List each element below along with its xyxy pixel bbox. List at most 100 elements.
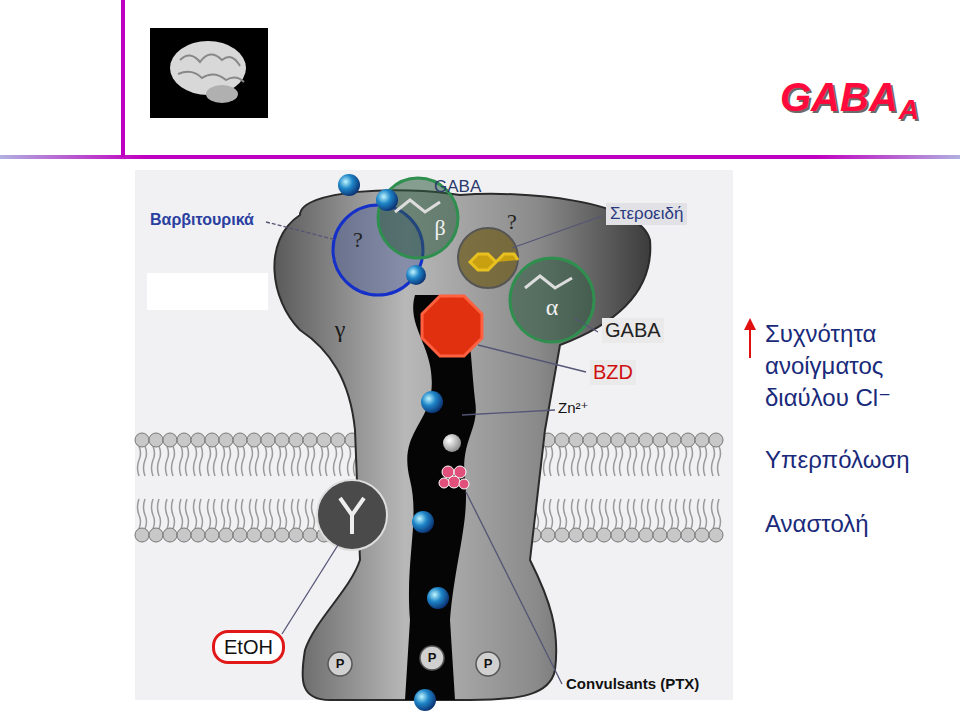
- lipid-head: [653, 433, 667, 447]
- unknown-mark: ?: [507, 209, 517, 234]
- lipid-tail: [208, 499, 217, 529]
- lipid-head: [709, 528, 723, 542]
- lipid-head: [541, 528, 555, 542]
- frame-bar: [121, 0, 125, 157]
- lipid-tail: [306, 446, 315, 476]
- gaba-site: [510, 258, 594, 342]
- phospho-label: P: [428, 651, 437, 666]
- leader-line: [266, 216, 602, 684]
- lipid-head: [149, 433, 163, 447]
- lipid-head: [149, 528, 163, 542]
- lipid-tail: [614, 446, 623, 476]
- lipid-head: [219, 433, 233, 447]
- lipid-tail: [222, 446, 231, 476]
- lipid-tail: [236, 499, 245, 529]
- lipid-head: [233, 433, 247, 447]
- lipid-tail: [194, 499, 203, 529]
- lipid-tail: [544, 499, 553, 529]
- phospho-label: P: [336, 657, 345, 672]
- lipid-tail: [180, 499, 189, 529]
- lipid-tail: [600, 499, 609, 529]
- lipid-tail: [194, 446, 203, 476]
- lipid-tail: [306, 499, 315, 529]
- lipid-head: [597, 433, 611, 447]
- lipid-tail: [152, 446, 161, 476]
- lipid-head: [289, 433, 303, 447]
- lipid-head: [695, 433, 709, 447]
- title-subscript: A: [899, 94, 919, 126]
- lipid-tail: [138, 499, 147, 529]
- lipid-head: [303, 528, 317, 542]
- lipid-head: [583, 433, 597, 447]
- lipid-head: [695, 528, 709, 542]
- lipid-head: [569, 528, 583, 542]
- ethanol-site: [317, 480, 387, 550]
- lipid-head: [611, 433, 625, 447]
- lipid-tail: [684, 499, 693, 529]
- lipid-tail: [264, 446, 273, 476]
- lipid-tail: [166, 446, 175, 476]
- lipid-head: [177, 433, 191, 447]
- chloride-ion: [338, 174, 449, 711]
- slide-title: GABA: [780, 74, 898, 120]
- lipid-head: [205, 528, 219, 542]
- lipid-tail: [208, 446, 217, 476]
- lipid-tail: [670, 446, 679, 476]
- subunit-label: α: [546, 294, 559, 322]
- brain-icon: [150, 28, 268, 118]
- subunit-label: γ: [335, 316, 346, 344]
- pore-ball: [443, 434, 461, 452]
- lipid-tail: [250, 499, 259, 529]
- lipid-tail: [320, 446, 329, 476]
- lipid-head: [275, 528, 289, 542]
- lipid-tail: [152, 499, 161, 529]
- lipid-head: [331, 433, 345, 447]
- lipid-tail: [138, 446, 147, 476]
- lipid-tail: [712, 446, 721, 476]
- drug-label: Convulsants (PTX): [566, 675, 699, 692]
- bzd-site: [422, 296, 482, 356]
- gaba-molecule: [395, 200, 440, 212]
- lipid-tail: [222, 499, 231, 529]
- lipid-head: [639, 528, 653, 542]
- node-text: EtOH: [224, 635, 282, 659]
- lipid-head: [205, 433, 219, 447]
- lipid-tail: [642, 446, 651, 476]
- drug-label: BZD: [590, 360, 636, 385]
- lipid-tail: [614, 499, 623, 529]
- lipid-tail: [642, 499, 651, 529]
- effect-note: Αναστολή: [765, 510, 869, 538]
- lipid-head: [639, 433, 653, 447]
- ptx-molecule: [439, 466, 469, 489]
- lipid-tail: [572, 499, 581, 529]
- lipid-head: [135, 528, 149, 542]
- unknown-mark: ?: [353, 227, 363, 252]
- lipid-tail: [236, 446, 245, 476]
- lipid-head: [555, 433, 569, 447]
- lipid-tail: [278, 499, 287, 529]
- ligand-label: GABA: [602, 318, 664, 343]
- lipid-tail: [278, 446, 287, 476]
- ion-label: Zn²⁺: [558, 399, 588, 416]
- lipid-tail: [684, 446, 693, 476]
- lipid-tail: [250, 446, 259, 476]
- lipid-tail: [292, 446, 301, 476]
- subunit-label: β: [434, 215, 445, 240]
- lipid-head: [289, 528, 303, 542]
- lipid-head: [261, 433, 275, 447]
- lipid-head: [681, 528, 695, 542]
- effect-note: Υπερπόλωση: [765, 446, 910, 474]
- lipid-head: [191, 433, 205, 447]
- lipid-tail: [586, 446, 595, 476]
- lipid-head: [317, 433, 331, 447]
- lipid-tail: [712, 499, 721, 529]
- lipid-tail: [698, 499, 707, 529]
- lipid-tail: [628, 499, 637, 529]
- lipid-head: [625, 433, 639, 447]
- lipid-head: [247, 433, 261, 447]
- lipid-tail: [180, 446, 189, 476]
- receptor-body: [274, 190, 650, 700]
- lipid-tail: [628, 446, 637, 476]
- steroid-site: [458, 228, 518, 288]
- frame-bar: [0, 155, 960, 159]
